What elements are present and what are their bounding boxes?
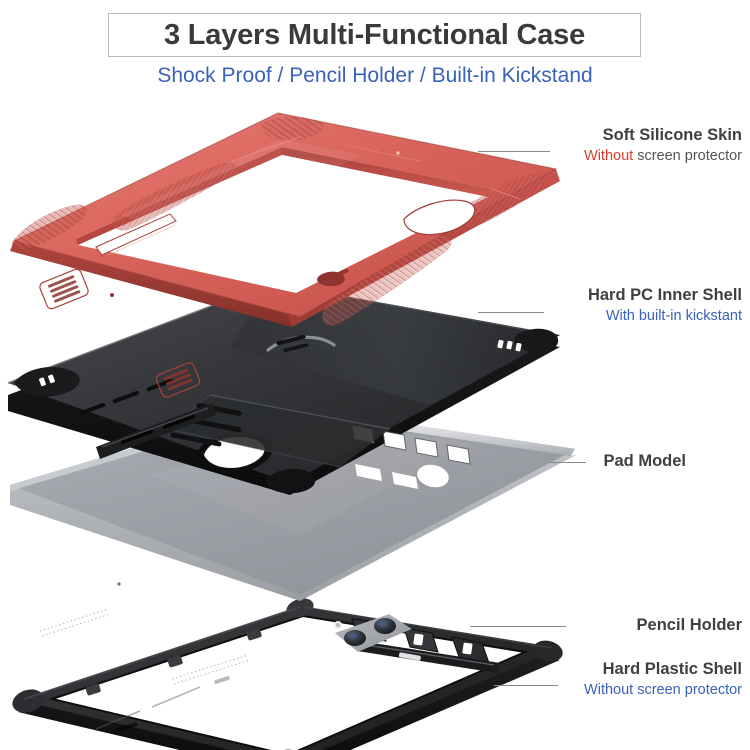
callout-sub-emphasis: With built-in kickstant xyxy=(605,308,742,324)
callout-title-pad-model: Pad Model xyxy=(603,452,686,470)
leader-line-pad-model xyxy=(548,462,586,463)
callout-sub-emphasis: Without xyxy=(584,148,634,164)
page-title-box: 3 Layers Multi-Functional Case xyxy=(108,13,641,57)
callout-sub-emphasis: Without screen protector xyxy=(584,682,742,698)
leader-line-hard-pc-inner-shell xyxy=(478,312,544,313)
callout-sub-hard-plastic-shell: Without screen protector xyxy=(584,682,742,698)
exploded-view-illustration xyxy=(0,95,750,750)
layer-hard-pc-inner-shell xyxy=(7,277,560,495)
page-title: 3 Layers Multi-Functional Case xyxy=(163,18,586,51)
leader-line-hard-plastic-shell xyxy=(494,685,558,686)
callout-sub-hard-pc-inner-shell: With built-in kickstant xyxy=(588,308,742,324)
callout-title-hard-plastic-shell: Hard Plastic Shell xyxy=(602,660,742,678)
callout-soft-silicone-skin: Soft Silicone Skin Without screen protec… xyxy=(584,126,742,164)
pc-rail-slots xyxy=(78,378,174,416)
layer-hard-plastic-shell xyxy=(12,598,563,750)
callout-title-soft-silicone-skin: Soft Silicone Skin xyxy=(602,126,742,144)
callout-sub-soft-silicone-skin: Without screen protector xyxy=(584,148,742,164)
silicone-grip-texture xyxy=(11,116,548,326)
callout-title-hard-pc-inner-shell: Hard PC Inner Shell xyxy=(587,286,742,304)
callout-hard-pc-inner-shell: Hard PC Inner Shell With built-in kickst… xyxy=(588,286,742,324)
layer-soft-silicone-skin xyxy=(10,112,560,398)
leader-line-soft-silicone-skin xyxy=(478,151,550,152)
callout-title-pencil-holder: Pencil Holder xyxy=(636,616,742,634)
page-subtitle: Shock Proof / Pencil Holder / Built-in K… xyxy=(157,64,593,87)
callout-pencil-holder: Pencil Holder xyxy=(637,616,742,635)
pc-stand-bracket xyxy=(266,334,336,354)
pad-speaker-grille xyxy=(39,608,251,685)
callout-pad-model: Pad Model xyxy=(603,452,686,471)
callout-sub-rest: screen protector xyxy=(633,148,742,164)
leader-line-pencil-holder xyxy=(470,626,566,627)
silicone-cutouts xyxy=(39,136,521,398)
pad-camera-module xyxy=(334,614,412,652)
callout-hard-plastic-shell: Hard Plastic Shell Without screen protec… xyxy=(584,660,742,698)
